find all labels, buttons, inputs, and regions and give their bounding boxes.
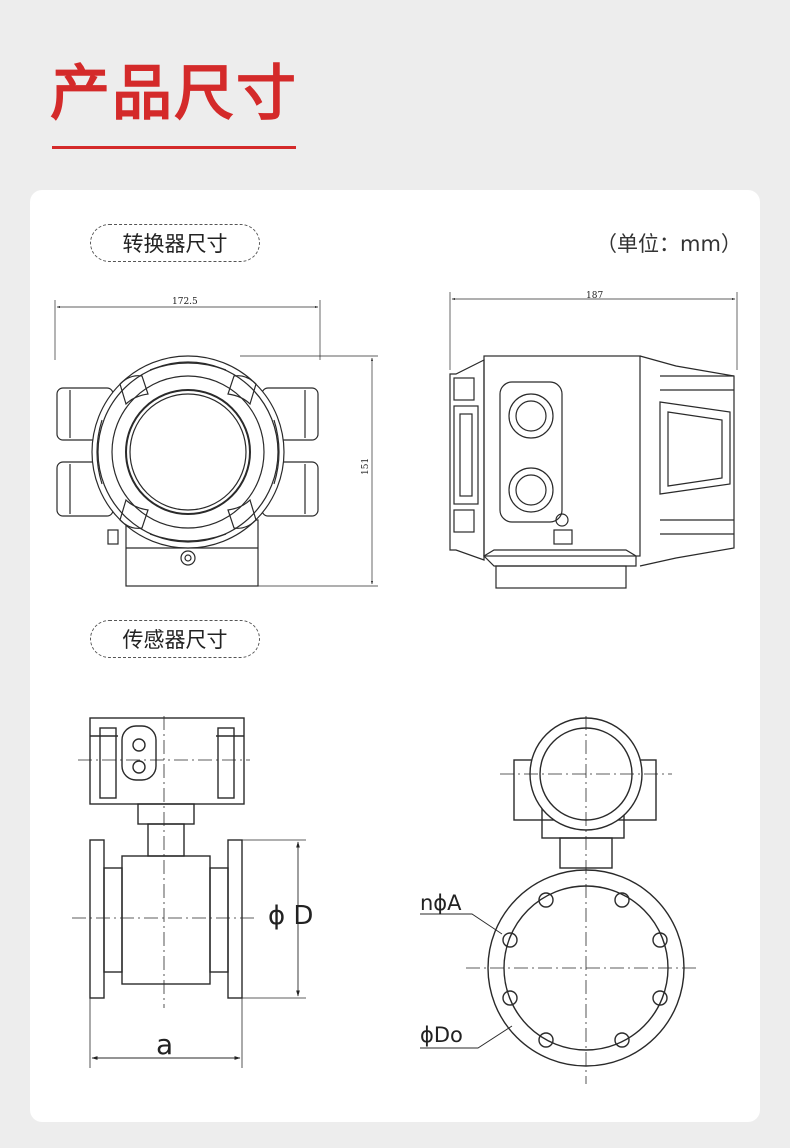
- page-title: 产品尺寸: [50, 59, 298, 129]
- dim-width-172-5: 172.5: [172, 297, 198, 307]
- converter-front-view: [54, 300, 378, 587]
- dim-phiD-label: ϕ D: [268, 901, 313, 931]
- converter-side-view: [449, 292, 738, 589]
- dim-a-label: a: [156, 1028, 173, 1061]
- dim-side-width-187: 187: [586, 291, 603, 301]
- dim-height-151: 151: [361, 458, 371, 475]
- leader-phiDo-label: ϕDo: [420, 1023, 463, 1047]
- sensor-dimensions-label: 传感器尺寸: [90, 620, 260, 658]
- leader-nphiA-label: nϕA: [420, 891, 462, 915]
- unit-note: （单位：mm）: [596, 232, 742, 256]
- converter-dimensions-label: 转换器尺寸: [90, 224, 260, 262]
- title-underline: [52, 146, 296, 149]
- sensor-side-view: [72, 716, 306, 1068]
- sensor-front-view: [420, 716, 700, 1084]
